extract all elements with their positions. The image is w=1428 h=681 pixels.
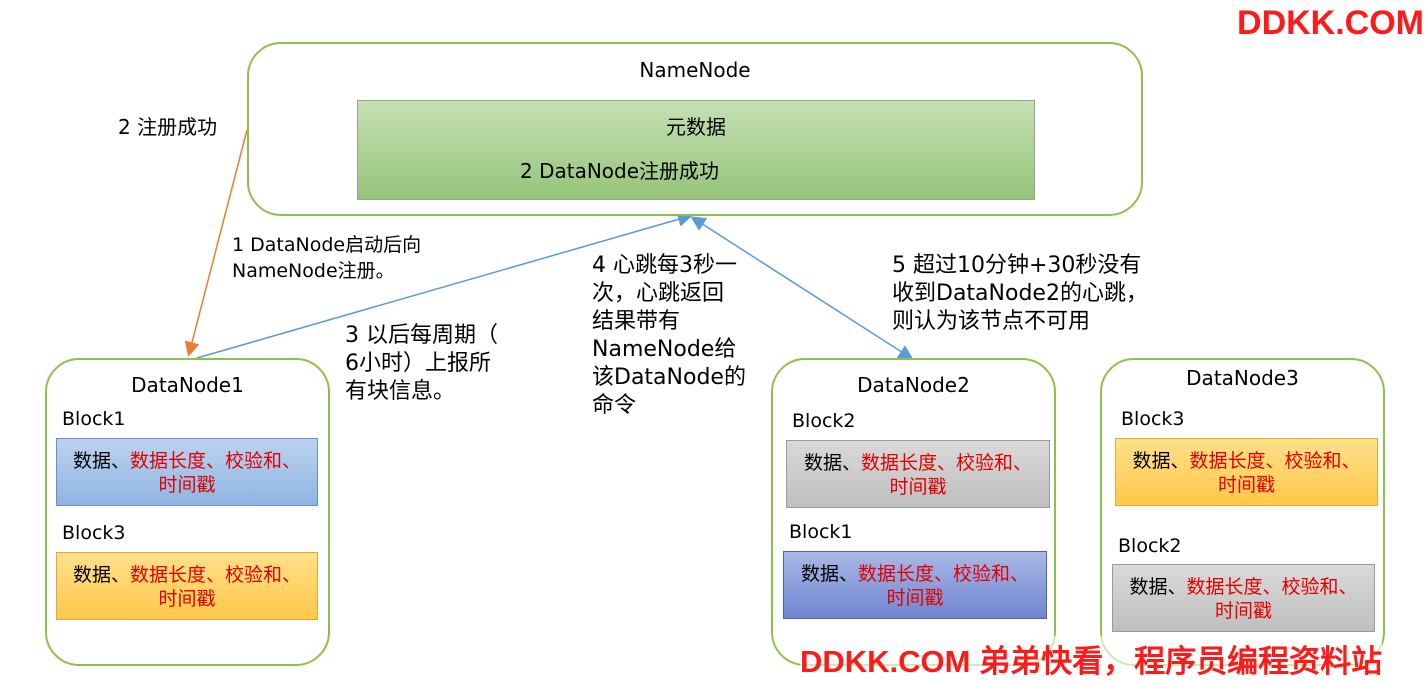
step4-line4: NameNode给 xyxy=(592,337,737,362)
block-red-part: 数据长度、校验和、 xyxy=(1189,450,1361,472)
datanode1-title: DataNode1 xyxy=(131,373,244,397)
step3-line1: 3 以后每周期（ xyxy=(345,323,498,348)
datanode3-block3-label: Block3 xyxy=(1121,408,1185,430)
datanode3-block2-label: Block2 xyxy=(1118,535,1182,557)
step4-line2: 次，心跳返回 xyxy=(592,281,725,306)
step4-line3: 结果带有 xyxy=(592,309,681,334)
block-line2: 时间戳 xyxy=(1214,600,1272,622)
block-line2: 时间戳 xyxy=(1217,474,1275,496)
datanode2-block1-label: Block1 xyxy=(789,521,853,543)
block-prefix: 数据、 xyxy=(803,452,861,474)
block-red-part: 数据长度、校验和、 xyxy=(130,450,302,472)
block-line2: 时间戳 xyxy=(886,587,944,609)
step5-line3: 则认为该节点不可用 xyxy=(892,309,1091,334)
block-red-part: 数据长度、校验和、 xyxy=(861,452,1033,474)
block-prefix: 数据、 xyxy=(1129,576,1187,598)
datanode3-title: DataNode3 xyxy=(1186,366,1299,390)
datanode2-block2-box: 数据、数据长度、校验和、 时间戳 xyxy=(786,440,1050,508)
step1-label: 1 DataNode启动后向 NameNode注册。 xyxy=(232,232,421,284)
block-prefix: 数据、 xyxy=(800,563,858,585)
heartbeat-arrow-datanode2 xyxy=(690,216,914,360)
block-prefix: 数据、 xyxy=(72,564,130,586)
step4-line5: 该DataNode的 xyxy=(592,365,746,390)
namenode-title: NameNode xyxy=(639,58,751,82)
step4-line1: 4 心跳每3秒一 xyxy=(592,253,737,278)
block-prefix: 数据、 xyxy=(72,450,130,472)
step1-line2: NameNode注册。 xyxy=(232,260,395,282)
metadata-title: 元数据 xyxy=(666,115,726,139)
step5-label: 5 超过10分钟+30秒没有 收到DataNode2的心跳， 则认为该节点不可用 xyxy=(892,252,1148,336)
datanode2-block2-label: Block2 xyxy=(792,410,856,432)
heartbeat-arrow-datanode1 xyxy=(196,212,693,359)
datanode1-block3-label: Block3 xyxy=(62,522,126,544)
metadata-line: 2 DataNode注册成功 xyxy=(520,159,720,183)
step2-label: 2 注册成功 xyxy=(118,115,218,139)
datanode2-title: DataNode2 xyxy=(857,373,970,397)
datanode3-box: DataNode3 Block3 数据、数据长度、校验和、 时间戳 Block2… xyxy=(1100,358,1385,666)
datanode1-box: DataNode1 Block1 数据、数据长度、校验和、 时间戳 Block3… xyxy=(45,358,330,666)
datanode2-box: DataNode2 Block2 数据、数据长度、校验和、 时间戳 Block1… xyxy=(771,358,1056,666)
block-red-part: 数据长度、校验和、 xyxy=(858,563,1030,585)
step4-label: 4 心跳每3秒一 次，心跳返回 结果带有 NameNode给 该DataNode… xyxy=(592,252,746,420)
datanode3-block2-box: 数据、数据长度、校验和、 时间戳 xyxy=(1112,564,1375,632)
register-success-arrow xyxy=(184,129,248,357)
datanode3-block3-box: 数据、数据长度、校验和、 时间戳 xyxy=(1115,438,1378,506)
step3-label: 3 以后每周期（ 6小时）上报所 有块信息。 xyxy=(345,322,498,406)
datanode1-block1-label: Block1 xyxy=(62,408,126,430)
block-red-part: 数据长度、校验和、 xyxy=(130,564,302,586)
block-red-part: 数据长度、校验和、 xyxy=(1186,576,1358,598)
block-line2: 时间戳 xyxy=(889,476,947,498)
step3-line2: 6小时）上报所 xyxy=(345,351,491,376)
datanode1-block1-box: 数据、数据长度、校验和、 时间戳 xyxy=(56,438,318,506)
step4-line6: 命令 xyxy=(592,393,637,418)
step1-line1: 1 DataNode启动后向 xyxy=(232,234,422,256)
block-line2: 时间戳 xyxy=(158,474,216,496)
datanode1-block3-box: 数据、数据长度、校验和、 时间戳 xyxy=(56,552,318,620)
step5-line1: 5 超过10分钟+30秒没有 xyxy=(892,253,1142,278)
step5-line2: 收到DataNode2的心跳， xyxy=(892,281,1148,306)
block-line2: 时间戳 xyxy=(158,588,216,610)
block-prefix: 数据、 xyxy=(1132,450,1190,472)
watermark-top: DDKK.COM xyxy=(1237,4,1424,42)
namenode-box: NameNode 元数据 2 DataNode注册成功 xyxy=(247,42,1143,216)
datanode2-block1-box: 数据、数据长度、校验和、 时间戳 xyxy=(783,551,1047,619)
metadata-box: 元数据 2 DataNode注册成功 xyxy=(357,100,1035,200)
step3-line3: 有块信息。 xyxy=(345,379,456,404)
watermark-bottom: DDKK.COM 弟弟快看，程序员编程资料站 xyxy=(800,636,1383,681)
